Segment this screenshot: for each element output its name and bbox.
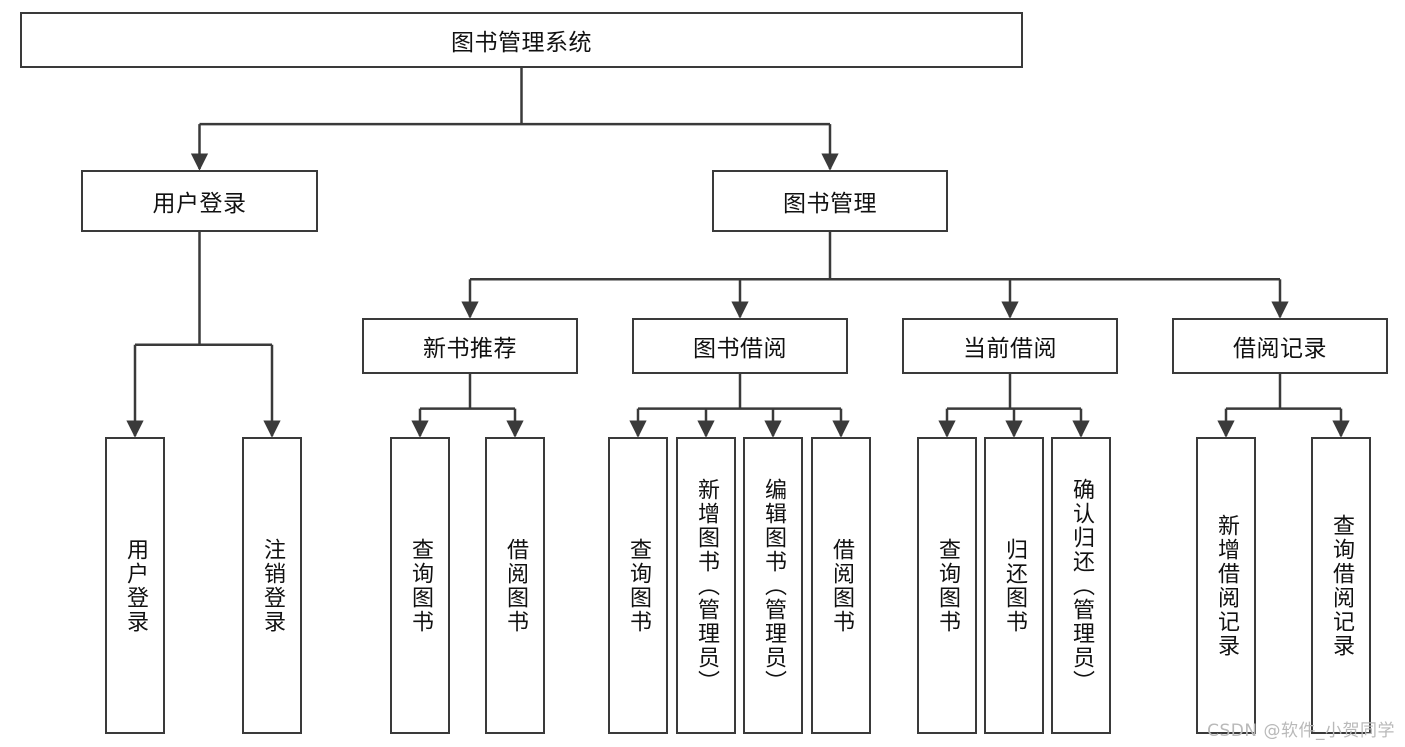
node-level2-book_borrow[interactable]: 图书借阅 <box>632 318 848 374</box>
node-leaf-leaf_add_book[interactable]: 新增图书（管理员） <box>676 437 736 734</box>
node-label: 归还图书 <box>1002 537 1027 634</box>
node-leaf-leaf_query_book_c[interactable]: 查询图书 <box>917 437 977 734</box>
node-root-root[interactable]: 图书管理系统 <box>20 12 1023 68</box>
node-leaf-leaf_edit_book[interactable]: 编辑图书（管理员） <box>743 437 803 734</box>
node-level1-user_login[interactable]: 用户登录 <box>81 170 318 232</box>
node-leaf-leaf_query_book_rec[interactable]: 查询图书 <box>390 437 450 734</box>
node-level2-new_book_rec[interactable]: 新书推荐 <box>362 318 578 374</box>
node-label: 图书借阅 <box>693 336 787 362</box>
node-label: 查询图书 <box>935 537 960 634</box>
node-label: 查询图书 <box>626 537 651 634</box>
node-leaf-leaf_logout[interactable]: 注销登录 <box>242 437 302 734</box>
node-leaf-leaf_user_login[interactable]: 用户登录 <box>105 437 165 734</box>
node-label: 新书推荐 <box>423 336 517 362</box>
node-label: 查询图书 <box>408 537 433 634</box>
node-label: 借阅图书 <box>503 537 528 634</box>
node-label: 确认归还（管理员） <box>1069 477 1094 694</box>
node-leaf-leaf_add_record[interactable]: 新增借阅记录 <box>1196 437 1256 734</box>
node-label: 用户登录 <box>152 191 247 217</box>
node-leaf-leaf_return_book[interactable]: 归还图书 <box>984 437 1044 734</box>
node-label: 新增借阅记录 <box>1214 513 1239 658</box>
node-level2-borrow_record[interactable]: 借阅记录 <box>1172 318 1388 374</box>
node-label: 图书管理系统 <box>451 30 592 56</box>
node-label: 借阅图书 <box>829 537 854 634</box>
node-label: 借阅记录 <box>1233 336 1327 362</box>
node-label: 注销登录 <box>260 537 285 634</box>
node-leaf-leaf_borrow_book_rec[interactable]: 借阅图书 <box>485 437 545 734</box>
node-label: 当前借阅 <box>963 336 1057 362</box>
node-label: 用户登录 <box>123 537 148 634</box>
node-level2-current_borrow[interactable]: 当前借阅 <box>902 318 1118 374</box>
node-level1-book_manage[interactable]: 图书管理 <box>712 170 948 232</box>
node-leaf-leaf_query_record[interactable]: 查询借阅记录 <box>1311 437 1371 734</box>
node-leaf-leaf_query_book_b[interactable]: 查询图书 <box>608 437 668 734</box>
node-label: 查询借阅记录 <box>1329 513 1354 658</box>
node-label: 新增图书（管理员） <box>694 477 719 694</box>
node-leaf-leaf_borrow_book_b[interactable]: 借阅图书 <box>811 437 871 734</box>
node-label: 图书管理 <box>783 191 877 217</box>
node-label: 编辑图书（管理员） <box>761 477 786 694</box>
node-leaf-leaf_confirm_return[interactable]: 确认归还（管理员） <box>1051 437 1111 734</box>
